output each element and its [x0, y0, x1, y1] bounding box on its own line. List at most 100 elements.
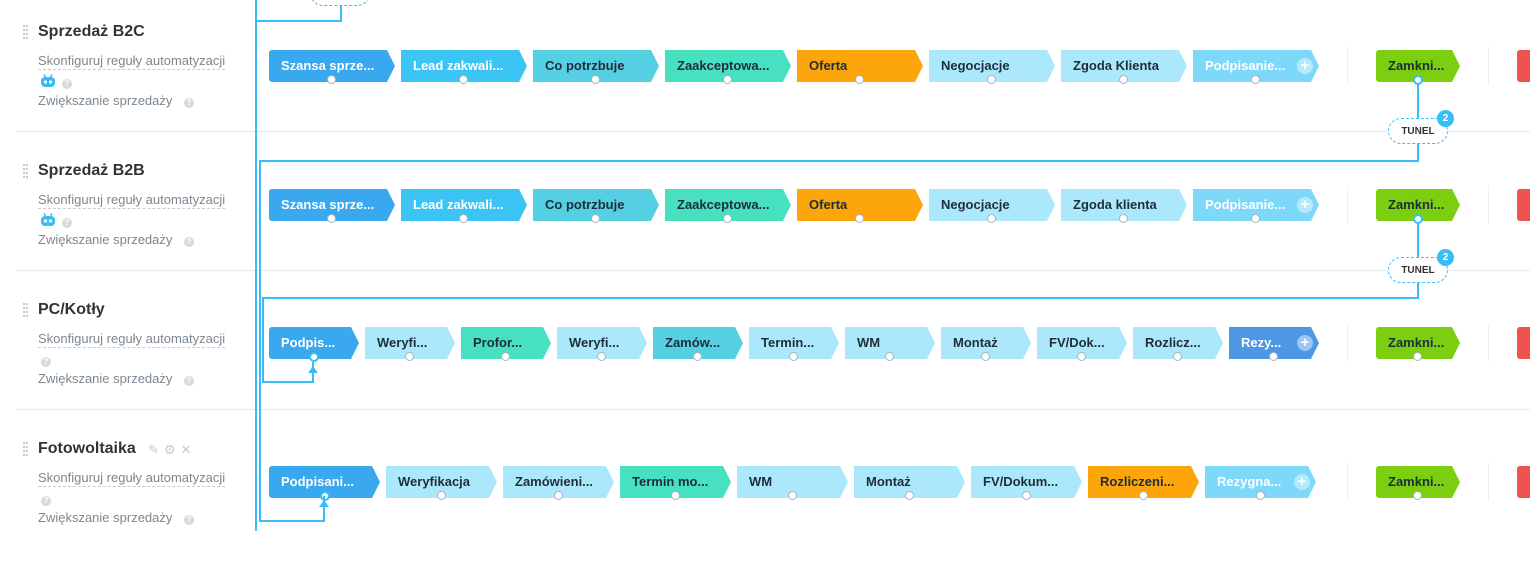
stage-label: Zaakceptowa...: [677, 58, 770, 73]
stage-label: Negocjacje: [941, 58, 1010, 73]
stage-chip[interactable]: Podpis...: [269, 327, 359, 359]
automation-rules-link[interactable]: Skonfiguruj reguły automatyzacji: [38, 331, 226, 348]
stage-chip[interactable]: Weryfi...: [365, 327, 455, 359]
add-stage-icon[interactable]: +: [1297, 335, 1313, 351]
automation-rules-link[interactable]: Skonfiguruj reguły automatyzacji: [38, 53, 226, 70]
drag-handle-icon[interactable]: [23, 442, 29, 456]
stage-connector-dot[interactable]: [787, 491, 797, 500]
stage-chip[interactable]: Negocjacje: [929, 189, 1055, 221]
stage-connector-dot[interactable]: [1255, 491, 1265, 500]
automation-rules-link[interactable]: Skonfiguruj reguły automatyzacji: [38, 192, 226, 209]
stage-chip[interactable]: Termin...: [749, 327, 839, 359]
won-stage-chip[interactable]: Zamkni...: [1376, 466, 1460, 498]
close-icon[interactable]: ✕: [180, 442, 192, 457]
stage-connector-dot[interactable]: [591, 75, 600, 84]
stage-divider: [1488, 463, 1489, 501]
stage-connector-dot[interactable]: [327, 75, 336, 84]
help-icon[interactable]: ?: [184, 376, 194, 386]
tunnel-connector-line: [259, 160, 261, 522]
stage-connector-dot[interactable]: [987, 75, 996, 84]
stage-chip[interactable]: Lead zakwali...: [401, 189, 527, 221]
add-stage-icon[interactable]: +: [1297, 197, 1313, 213]
help-icon[interactable]: ?: [41, 357, 51, 367]
stage-connector-dot[interactable]: [981, 352, 990, 361]
stage-connector-dot[interactable]: [1077, 352, 1086, 361]
stage-label: Montaż: [953, 335, 998, 350]
stage-connector-dot[interactable]: [327, 214, 336, 223]
stage-divider: [1488, 186, 1489, 224]
stage-connector-dot[interactable]: [723, 75, 732, 84]
stage-connector-dot[interactable]: [855, 75, 864, 84]
tunnel-connector-line: [262, 297, 264, 383]
lost-stage-chip[interactable]: [1517, 466, 1530, 498]
stage-divider: [1488, 47, 1489, 85]
automation-rules-link[interactable]: Skonfiguruj reguły automatyzacji: [38, 470, 226, 487]
gear-icon[interactable]: ⚙: [163, 442, 176, 457]
help-icon[interactable]: ?: [184, 98, 194, 108]
robot-icon: [40, 213, 56, 227]
stage-connector-dot[interactable]: [1021, 491, 1031, 500]
stage-chip[interactable]: Weryfi...: [557, 327, 647, 359]
add-stage-icon[interactable]: +: [1297, 58, 1313, 74]
help-icon[interactable]: ?: [62, 79, 72, 89]
stage-connector-dot[interactable]: [1251, 214, 1260, 223]
stage-connector-dot[interactable]: [1269, 352, 1278, 361]
stage-connector-dot[interactable]: [670, 491, 680, 500]
stage-connector-dot[interactable]: [1119, 214, 1128, 223]
drag-handle-icon[interactable]: [23, 164, 29, 178]
add-stage-icon[interactable]: +: [1294, 474, 1310, 490]
help-icon[interactable]: ?: [184, 515, 194, 525]
stage-connector-dot[interactable]: [855, 214, 864, 223]
help-icon[interactable]: ?: [62, 218, 72, 228]
drag-handle-icon[interactable]: [23, 303, 29, 317]
stage-connector-dot[interactable]: [1119, 75, 1128, 84]
stage-divider: [1347, 463, 1348, 501]
stage-label: Zamkni...: [1388, 58, 1445, 73]
stage-label: Zamówieni...: [515, 474, 594, 489]
tunnel-connector-line: [262, 381, 314, 383]
stage-connector-dot[interactable]: [789, 352, 798, 361]
stage-connector-dot[interactable]: [501, 352, 510, 361]
stage-label: Podpisanie...: [1205, 197, 1286, 212]
help-icon[interactable]: ?: [184, 237, 194, 247]
stage-connector-dot[interactable]: [1413, 491, 1422, 500]
stage-connector-dot[interactable]: [436, 491, 446, 500]
stage-connector-dot[interactable]: [1138, 491, 1148, 500]
help-icon[interactable]: ?: [41, 496, 51, 506]
tunnel-button[interactable]: [310, 0, 370, 6]
stage-connector-dot[interactable]: [459, 75, 468, 84]
stage-connector-dot[interactable]: [904, 491, 914, 500]
stage-connector-dot[interactable]: [987, 214, 996, 223]
upsell-link[interactable]: Zwiększanie sprzedaży: [38, 232, 173, 247]
stage-chip[interactable]: Szansa sprze...: [269, 50, 395, 82]
upsell-link[interactable]: Zwiększanie sprzedaży: [38, 371, 173, 386]
arrow-icon: [319, 500, 329, 507]
stage-label: Zgoda klienta: [1073, 197, 1157, 212]
lost-stage-chip[interactable]: [1517, 50, 1530, 82]
upsell-link[interactable]: Zwiększanie sprzedaży: [38, 93, 173, 108]
stage-connector-dot[interactable]: [693, 352, 702, 361]
edit-icon[interactable]: ✎: [148, 442, 159, 457]
stage-connector-dot[interactable]: [597, 352, 606, 361]
stage-connector-dot[interactable]: [309, 352, 319, 362]
stage-connector-dot[interactable]: [591, 214, 600, 223]
stage-chip[interactable]: Podpisani...: [269, 466, 380, 498]
stage-label: Szansa sprze...: [281, 58, 375, 73]
stage-connector-dot[interactable]: [553, 491, 563, 500]
drag-handle-icon[interactable]: [23, 25, 29, 39]
lost-stage-chip[interactable]: [1517, 189, 1530, 221]
lost-stage-chip[interactable]: [1517, 327, 1530, 359]
stage-connector-dot[interactable]: [885, 352, 894, 361]
stage-chip[interactable]: Zgoda klienta: [1061, 189, 1187, 221]
stage-connector-dot[interactable]: [1251, 75, 1260, 84]
stage-label: Podpisani...: [281, 474, 354, 489]
upsell-link[interactable]: Zwiększanie sprzedaży: [38, 510, 173, 525]
stage-connector-dot[interactable]: [1413, 352, 1422, 361]
stage-connector-dot[interactable]: [1173, 352, 1182, 361]
stage-chip[interactable]: Co potrzbuje: [533, 50, 659, 82]
stage-connector-dot[interactable]: [723, 214, 732, 223]
stage-label: Zgoda Klienta: [1073, 58, 1159, 73]
stage-connector-dot[interactable]: [459, 214, 468, 223]
stage-connector-dot[interactable]: [405, 352, 414, 361]
